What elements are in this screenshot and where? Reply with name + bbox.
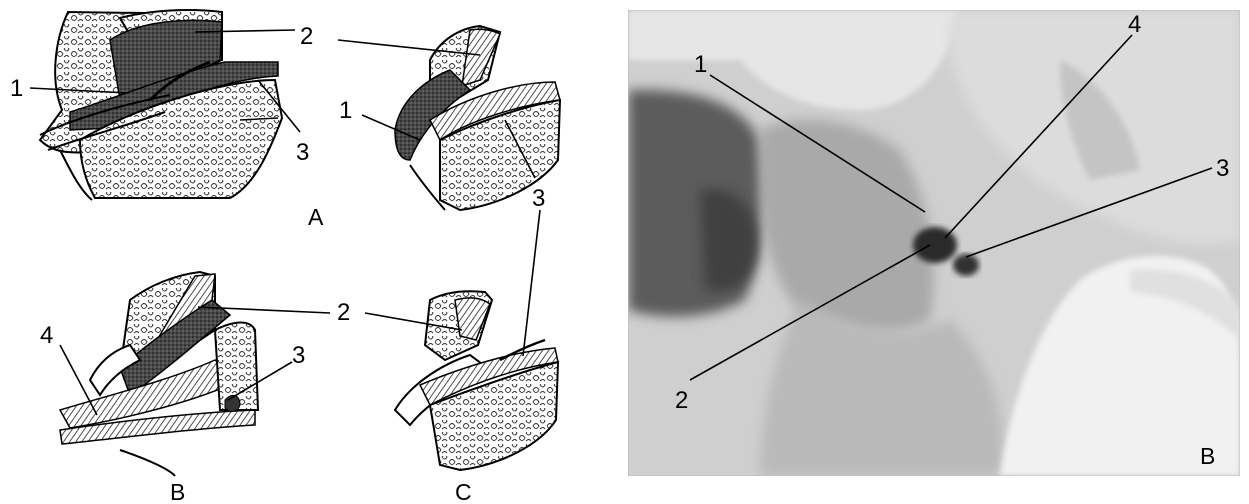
- panel-label-c: C: [455, 479, 472, 504]
- callout-shared-3: 3: [532, 185, 545, 212]
- callout-top-2: 2: [300, 23, 313, 50]
- callout-bottom-2: 2: [337, 299, 350, 326]
- photo-callout-2: 2: [675, 387, 688, 414]
- photo-panel: [628, 10, 1240, 476]
- photo-callout-4: 4: [1128, 11, 1141, 38]
- drawing-c: [395, 291, 558, 470]
- callout-top-3: 3: [296, 139, 309, 166]
- photo-callout-3: 3: [1216, 155, 1229, 182]
- drawing-a: [40, 10, 282, 200]
- callout-bottom-3: 3: [292, 342, 305, 369]
- callout-bottom-4: 4: [40, 322, 53, 349]
- panel-label-b: B: [170, 479, 185, 504]
- callout-mid-1: 1: [339, 97, 352, 124]
- callout-top-1: 1: [10, 75, 23, 102]
- drawing-top-right: [395, 26, 560, 210]
- drawing-b: [60, 272, 258, 476]
- photo-callout-1: 1: [694, 51, 707, 78]
- panel-label-a: A: [308, 204, 324, 230]
- photo-panel-label: B: [1200, 443, 1215, 469]
